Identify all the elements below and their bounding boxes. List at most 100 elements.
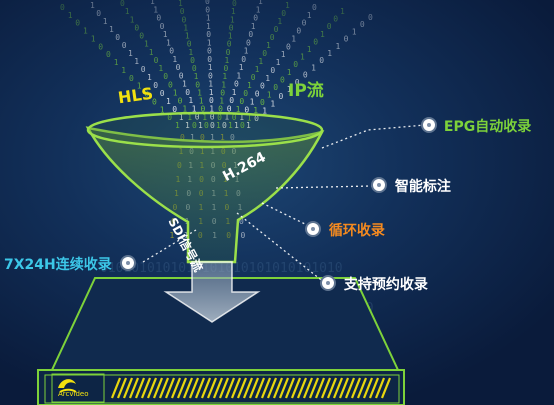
bullet-dot-icon [121,257,134,269]
vent-slot [188,377,200,399]
binary-digit: 1 [182,105,187,114]
binary-digit: 1 [256,5,261,14]
binary-digit: 0 [239,97,244,106]
binary-digit: 1 [208,63,213,72]
vent-slot [116,377,128,399]
binary-digit: 1 [232,88,237,97]
binary-digit: 1 [166,97,171,106]
binary-digit: 1 [231,7,236,16]
binary-digit: 0 [205,5,210,14]
binary-digit: 1 [150,0,155,6]
binary-digit: 0 [344,35,349,44]
vent-slot [266,377,278,399]
brand-name: Arcvideo [58,390,89,398]
vent-slot [362,377,374,399]
vent-slot [284,377,296,399]
vent-slot [338,377,350,399]
binary-digit: 1 [170,231,175,240]
binary-digit: 0 [229,96,234,105]
binary-digit: 0 [171,217,176,226]
binary-digit: 0 [195,80,200,89]
binary-digit: 0 [302,19,307,28]
binary-digit: 1 [188,96,193,105]
binary-digit: 0 [274,25,279,34]
binary-digit: 0 [192,121,197,130]
binary-digit: 1 [209,105,214,114]
binary-digit: 0 [286,42,291,51]
vent-slot [356,377,368,399]
binary-digit: 1 [236,105,241,114]
binary-digit: 1 [192,105,197,114]
binary-digit: 0 [229,23,234,32]
binary-digit: 1 [178,0,183,8]
binary-digit: 0 [222,121,227,130]
binary-digit: 1 [103,17,108,26]
binary-digit: 0 [141,65,146,74]
feature-scheduled-text: 支持预约收录 [343,277,428,293]
binary-digit: 0 [156,14,161,23]
binary-digit: 1 [175,121,180,130]
binary-digit: 1 [247,81,252,90]
binary-digit: 0 [230,133,235,142]
vent-slot [290,377,302,399]
vent-slot [278,377,290,399]
feature-continuous-text: 7X24H连续收录 [4,257,112,273]
vent-slot [302,377,314,399]
binary-digit: 1 [208,80,213,89]
vent-slot [242,377,254,399]
binary-digit: 0 [182,15,187,24]
binary-digit: 0 [279,92,284,101]
binary-digit: 0 [168,80,173,89]
vent-slot [344,377,356,399]
binary-digit: 0 [232,0,237,8]
vent-slot [182,377,194,399]
binary-digit: 0 [273,83,278,92]
binary-digit: 1 [352,27,357,36]
bullet-dot-icon [322,277,334,289]
binary-digit: 0 [180,7,185,16]
vent-slot [206,377,218,399]
feature-epg: EPG自动收录 [423,116,531,136]
binary-digit: 1 [68,11,73,20]
binary-digit: 1 [336,42,341,51]
arcvideo-logo-icon [51,373,105,403]
binary-digit: 1 [250,97,255,106]
binary-digit: 0 [260,98,265,107]
binary-digit: 1 [194,72,199,81]
binary-digit: 0 [178,97,183,106]
feature-scheduled: 支持预约收录 [322,274,428,294]
vent-slot [122,377,134,399]
binary-digit: 0 [190,56,195,65]
binary-digit: 0 [204,121,209,130]
binary-digit: 0 [253,14,258,23]
binary-digit: 1 [109,25,114,34]
binary-digit: 1 [160,105,165,114]
binary-digit: 0 [207,47,212,56]
binary-digit: 1 [266,41,271,50]
binary-digit: 0 [208,71,213,80]
binary-digit: 0 [122,41,127,50]
vent-slot [224,377,236,399]
binary-digit: 1 [285,1,290,10]
binary-digit: 1 [206,22,211,31]
leader-lines [142,124,426,284]
binary-digit: 1 [287,68,292,77]
binary-digit: 0 [217,113,222,122]
binary-digit: 0 [96,9,101,18]
binary-digit: 1 [172,55,177,64]
binary-digit: 0 [244,105,249,114]
binary-digit: 0 [313,37,318,46]
binary-digit: 1 [222,72,227,81]
binary-digit: 0 [270,33,275,42]
vent-slot [200,377,212,399]
binary-digit: 0 [160,89,165,98]
device-vents [110,377,392,399]
binary-digit: 1 [147,73,152,82]
binary-digit: 1 [224,113,229,122]
binary-digit: 1 [153,5,158,14]
vent-slot [218,377,230,399]
binary-digit: 0 [210,113,215,122]
binary-digit: 0 [262,49,267,58]
